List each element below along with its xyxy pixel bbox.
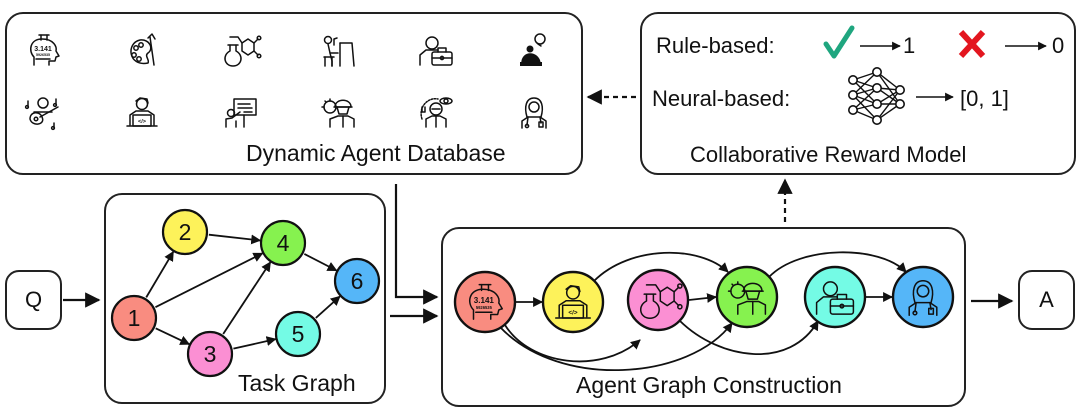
task-edge-4-6	[303, 253, 338, 272]
nn-node	[871, 67, 882, 78]
task-graph-title: Task Graph	[238, 370, 356, 396]
check-icon	[823, 25, 855, 59]
neural-network-icon	[847, 67, 905, 126]
task-edge-5-6	[315, 295, 341, 319]
task-node-1: 1	[110, 294, 158, 342]
neural-based-label: Neural-based:	[652, 86, 791, 111]
agent-node-biz	[803, 265, 867, 329]
task-edge-1-4	[155, 252, 264, 309]
task-graph: 1 2 3 4 5 6	[110, 208, 381, 378]
engineer-icon	[321, 98, 355, 128]
task-node-label: 4	[277, 230, 290, 256]
svg-text:</>: </>	[138, 119, 146, 125]
task-edge-1-2	[145, 250, 175, 298]
task-node-label: 5	[292, 321, 305, 347]
task-node-6: 6	[333, 257, 381, 305]
teacher-icon	[225, 98, 257, 128]
scientist-icon	[420, 97, 453, 128]
doctor-icon	[908, 280, 938, 316]
businessman-icon	[815, 281, 855, 315]
engineer-icon	[727, 281, 767, 315]
agent-edge-eng-doc	[768, 251, 907, 278]
nn-node	[871, 83, 882, 94]
programmer-icon: </>	[126, 97, 158, 127]
task-node-label: 3	[204, 341, 217, 367]
task-node-4: 4	[259, 219, 307, 267]
agent-graph-title: Agent Graph Construction	[576, 372, 842, 398]
nn-node	[847, 105, 858, 116]
task-node-label: 1	[128, 305, 141, 331]
task-node-label: 6	[351, 268, 364, 294]
nn-node	[894, 99, 905, 110]
nn-node	[894, 85, 905, 96]
task-edge-3-5	[233, 336, 277, 350]
agent-edge-math-eng	[499, 322, 733, 372]
task-edge-1-3	[155, 327, 191, 345]
rule-pass-value: 1	[903, 33, 916, 58]
agent-node-eng	[715, 265, 779, 329]
rule-fail-value: 0	[1052, 33, 1065, 58]
pianist-icon	[323, 35, 355, 67]
chemistry-icon	[224, 35, 262, 67]
agent-node-doc	[891, 265, 955, 329]
agent-edge-chem-eng	[688, 293, 717, 303]
doctor-icon	[521, 97, 547, 129]
thinker-icon	[520, 33, 546, 66]
reward-model-title: Collaborative Reward Model	[690, 142, 967, 167]
nn-node	[847, 90, 858, 101]
agent-edge-math-chem	[504, 324, 641, 363]
svg-text:5926535: 5926535	[476, 305, 493, 310]
task-node-5: 5	[274, 310, 322, 358]
svg-text:5926535: 5926535	[36, 53, 50, 57]
agent-node-coder: </>	[541, 270, 605, 334]
task-node-2: 2	[161, 208, 209, 256]
agent-database-title: Dynamic Agent Database	[246, 140, 506, 166]
database-to-agent-graph-arrow	[394, 184, 439, 305]
palette-icon	[130, 33, 156, 66]
svg-text:3.141: 3.141	[474, 296, 495, 305]
nn-node	[847, 75, 858, 86]
task-node-label: 2	[179, 219, 192, 245]
agent-node-chem	[626, 268, 690, 332]
chemistry-icon	[640, 283, 683, 319]
answer-box: A	[1018, 270, 1075, 330]
query-box: Q	[5, 270, 62, 330]
task-edge-2-4	[208, 233, 262, 245]
cross-icon	[958, 29, 986, 59]
rule-based-label: Rule-based:	[656, 33, 775, 58]
agent-database-panel	[5, 12, 583, 175]
nn-node	[871, 99, 882, 110]
agent-edge-chem-biz	[679, 320, 819, 355]
neural-range-value: [0, 1]	[960, 86, 1009, 111]
task-edge-3-4	[222, 261, 272, 335]
guitarist-icon	[24, 97, 59, 131]
programmer-icon: </>	[555, 285, 591, 319]
svg-text:3.141: 3.141	[34, 46, 52, 53]
nn-node	[871, 115, 882, 126]
agent-edge-coder-eng	[593, 251, 729, 282]
task-node-3: 3	[186, 330, 234, 378]
businessman-icon	[419, 36, 453, 66]
svg-text:</>: </>	[568, 310, 577, 317]
